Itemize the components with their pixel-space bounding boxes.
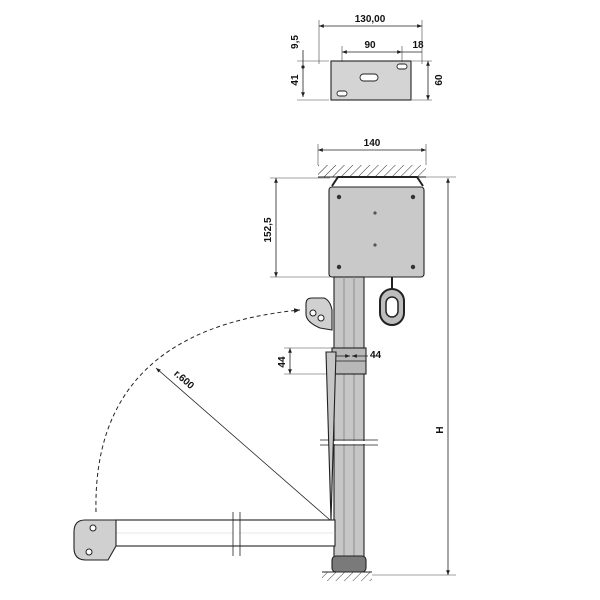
hook-ring: [379, 277, 405, 326]
dim-bracket-hole-offset-bottom: 41: [290, 74, 301, 86]
dim-housing-width: 140: [364, 138, 381, 149]
cable-reel-housing: 152,5: [263, 176, 425, 278]
dim-bracket-height: 60: [434, 74, 445, 86]
radius-indicator: r.600: [155, 367, 331, 521]
dim-bracket-edge-offset: 18: [412, 40, 424, 51]
floor: [322, 571, 456, 581]
dim-total-height: H: [435, 426, 446, 433]
swing-arm: [73, 351, 337, 561]
mounting-bracket-view: 130,00 90 18 9,5 41 60: [290, 14, 445, 101]
arm-end-bracket: [73, 519, 117, 561]
dim-joint-gap-left: 44: [277, 356, 288, 368]
upper-swivel-bracket: [305, 297, 333, 331]
ceiling-hatch: [318, 165, 426, 177]
bracket-slot-center: [359, 73, 379, 82]
column-foot: [331, 555, 367, 573]
dim-reach-radius: r.600: [171, 368, 196, 392]
bracket-slot-top-right: [396, 63, 408, 70]
swing-arc: [95, 308, 301, 513]
total-height-dimension: H: [435, 178, 450, 575]
bracket-slot-bottom-left: [336, 90, 348, 97]
ceiling-mount: 140: [317, 138, 456, 178]
column-tube: [333, 276, 365, 563]
housing-body: [328, 186, 425, 278]
dim-bracket-hole-spacing: 90: [364, 40, 376, 51]
dim-bracket-hole-offset-top: 9,5: [290, 35, 301, 49]
dim-bracket-total-width: 130,00: [355, 14, 386, 25]
telescopic-column: [320, 276, 378, 573]
dim-joint-gap-right: 44: [370, 350, 382, 361]
dim-housing-height: 152,5: [263, 217, 274, 242]
joint-dimensions: 44 44: [277, 347, 382, 375]
